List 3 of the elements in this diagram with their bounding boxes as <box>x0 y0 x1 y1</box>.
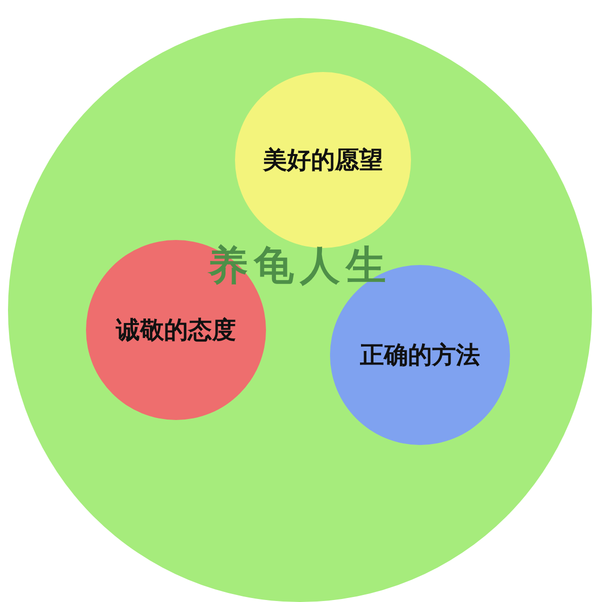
circle-label: 正确的方法 <box>360 340 480 371</box>
circle-label: 美好的愿望 <box>263 145 383 176</box>
circle-label: 诚敬的态度 <box>116 315 236 346</box>
